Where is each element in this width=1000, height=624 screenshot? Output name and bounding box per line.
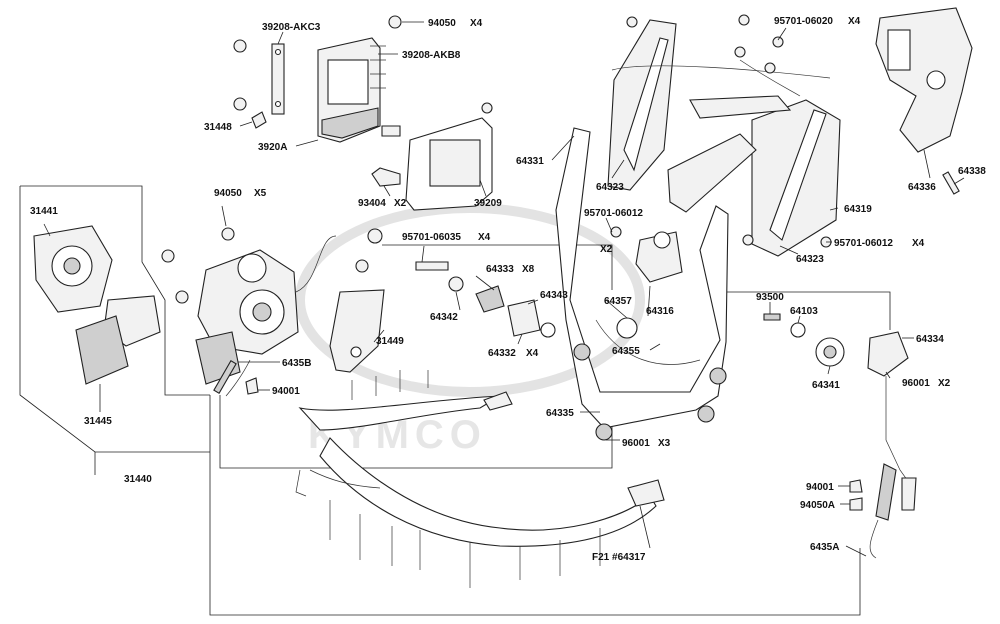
label-94050a: 94050A — [800, 500, 835, 511]
right-hardware — [763, 313, 917, 559]
label-95701-06012-b-qty: X4 — [912, 238, 925, 249]
leader-lines — [43, 21, 965, 557]
label-64331: 64331 — [516, 156, 544, 167]
label-94050-x4-qty: X4 — [470, 18, 483, 29]
label-64338: 64338 — [958, 166, 986, 177]
label-64333: 64333 — [486, 264, 514, 275]
label-31448: 31448 — [204, 122, 232, 133]
label-93404: 93404 — [358, 198, 386, 209]
label-39208-akb8: 39208-AKB8 — [402, 50, 461, 61]
assembly-frames — [19, 185, 891, 616]
label-64323-a: 64323 — [596, 182, 624, 193]
label-64333-qty: X8 — [522, 264, 535, 275]
label-94050-x4: 94050 — [428, 18, 456, 29]
label-94001-a: 94001 — [272, 386, 300, 397]
label-3920a: 3920A — [258, 142, 287, 153]
label-31441: 31441 — [30, 206, 58, 217]
label-95701-06020: 95701-06020 — [774, 16, 833, 27]
wire-harness — [295, 370, 665, 588]
label-64335: 64335 — [546, 408, 574, 419]
label-64357: 64357 — [604, 296, 632, 307]
ecu-assembly — [233, 15, 493, 211]
label-95701-06035-qty: X4 — [478, 232, 491, 243]
label-64332: 64332 — [488, 348, 516, 359]
part-labels: 39208-AKC3 94050 X4 39208-AKB8 31448 392… — [30, 16, 986, 563]
label-94001-b: 94001 — [806, 482, 834, 493]
label-95701-06012-a: 95701-06012 — [584, 208, 643, 219]
label-95701-06035: 95701-06035 — [402, 232, 461, 243]
label-64355: 64355 — [612, 346, 640, 357]
label-64319: 64319 — [844, 204, 872, 215]
label-6435b: 6435B — [282, 358, 311, 369]
label-95701-06020-qty: X4 — [848, 16, 861, 27]
label-31445: 31445 — [84, 416, 112, 427]
motor-assembly — [33, 225, 385, 397]
label-64316: 64316 — [646, 306, 674, 317]
label-64334: 64334 — [916, 334, 944, 345]
label-64342: 64342 — [430, 312, 458, 323]
label-31449: 31449 — [376, 336, 404, 347]
label-64343: 64343 — [540, 290, 568, 301]
label-6435a: 6435A — [810, 542, 839, 553]
label-64332-qty: X4 — [526, 348, 539, 359]
label-64336: 64336 — [908, 182, 936, 193]
label-93404-qty: X2 — [394, 198, 407, 209]
main-frame — [555, 7, 973, 441]
label-64103: 64103 — [790, 306, 818, 317]
label-64341: 64341 — [812, 380, 840, 391]
label-95701-06012-b: 95701-06012 — [834, 238, 893, 249]
label-96001-x3: 96001 — [622, 438, 650, 449]
label-f21-64317: F21 #64317 — [592, 552, 646, 563]
center-hardware — [415, 261, 638, 339]
label-39209: 39209 — [474, 198, 502, 209]
label-95701-06012-a-qty: X2 — [600, 244, 613, 255]
label-39208-akc3: 39208-AKC3 — [262, 22, 321, 33]
label-96001-x3-qty: X3 — [658, 438, 671, 449]
label-93500: 93500 — [756, 292, 784, 303]
label-64323-b: 64323 — [796, 254, 824, 265]
label-96001-x2-qty: X2 — [938, 378, 951, 389]
label-31440: 31440 — [124, 474, 152, 485]
label-96001-x2: 96001 — [902, 378, 930, 389]
label-94050-x5-qty: X5 — [254, 188, 267, 199]
label-94050-x5: 94050 — [214, 188, 242, 199]
